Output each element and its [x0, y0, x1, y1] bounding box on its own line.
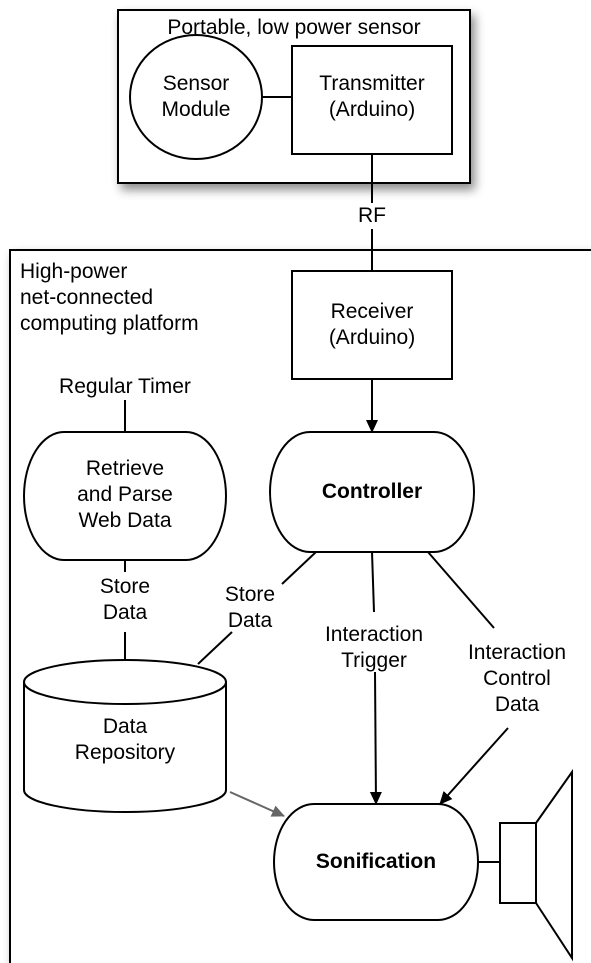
speaker-icon	[499, 768, 573, 962]
repository-top	[23, 659, 227, 705]
control-line-upper	[427, 551, 495, 629]
transmitter-node	[291, 45, 453, 155]
repository-label: Data Repository	[74, 715, 176, 764]
controller-repository-line	[281, 551, 317, 585]
platform-title: High-power net-connected computing platf…	[20, 260, 199, 335]
trigger-arrow	[369, 671, 382, 805]
interaction-control-label: Interaction Control Data	[467, 641, 567, 716]
trigger-line-upper	[371, 551, 375, 613]
retrieve-label: Retrieve and Parse Web Data	[77, 457, 173, 532]
receiver-label: Receiver (Arduino)	[328, 300, 416, 349]
sensor-box-title: Portable, low power sensor	[167, 16, 421, 39]
rf-label: RF	[352, 203, 392, 229]
interaction-trigger-label: Interaction Trigger	[324, 623, 424, 672]
store-data-right-label: Store Data	[224, 583, 276, 632]
repository-node	[23, 682, 227, 813]
sensor-module-label: Sensor Module	[161, 72, 231, 121]
controller-repository-line-lower	[197, 631, 233, 665]
store-data-left-label: Store Data	[99, 575, 151, 624]
control-arrow	[439, 727, 509, 805]
timer-label: Regular Timer	[59, 375, 191, 398]
repository-sonification-arrow	[229, 791, 285, 817]
sonification-label: Sonification	[315, 850, 437, 873]
transmitter-label: Transmitter (Arduino)	[319, 72, 425, 121]
controller-label: Controller	[321, 480, 423, 503]
